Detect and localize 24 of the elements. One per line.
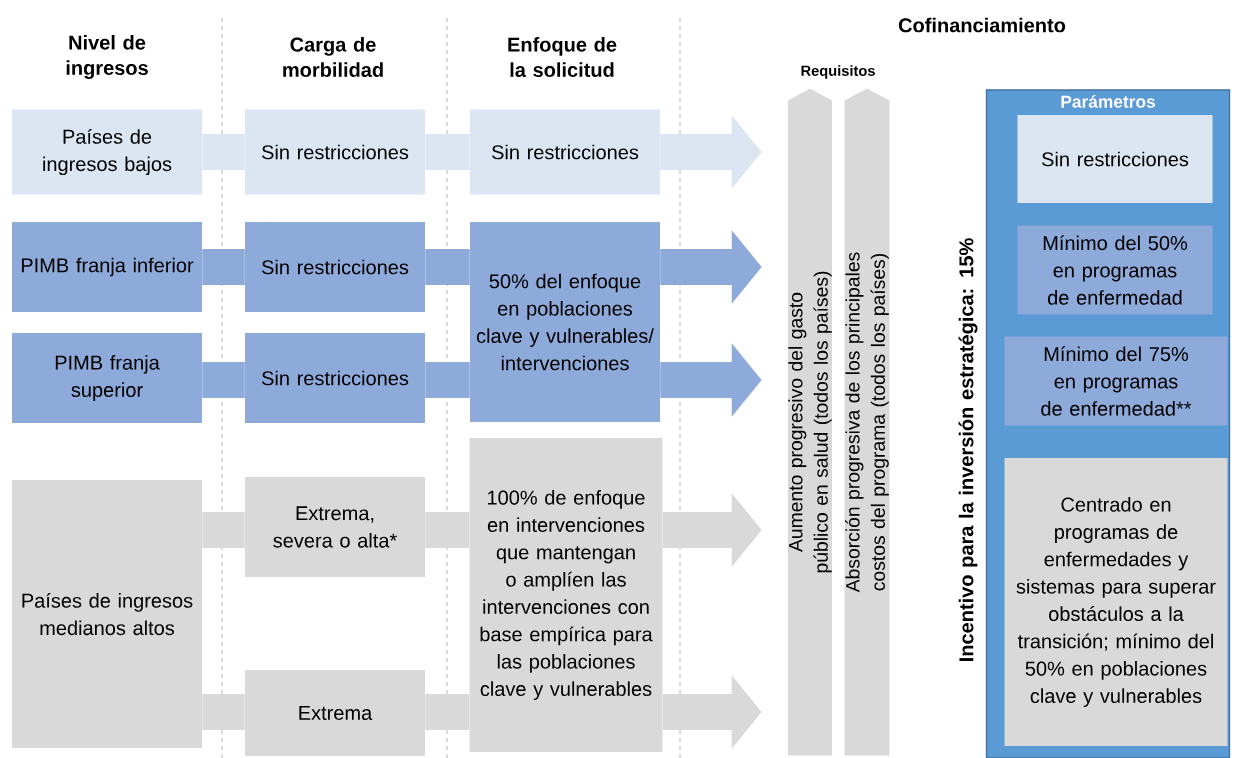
column-heading: Nivel de ingresos: [66, 34, 148, 80]
column-heading: Requisitos: [801, 65, 875, 79]
text-box: Sin restricciones: [245, 222, 425, 312]
text-box: 100% de enfoque en intervenciones que mantengan o amplíen las intervenciones con base empírica para las poblaciones clave y vulnerables: [469, 438, 663, 752]
text-box: Países de ingresos bajos: [12, 109, 202, 195]
text-box: PIMB franja superior: [12, 333, 202, 423]
text-box: Centrado en programas de enfermedades y sistemas para superar obstáculos a la transición; mínimo del 50% en poblaciones clave y vulnerables: [1004, 458, 1228, 746]
text-box: Extrema, severa o alta*: [245, 477, 425, 577]
text-box: Sin restricciones: [245, 333, 425, 423]
text-box: Mínimo del 75% en programas de enfermedad**: [1004, 336, 1228, 426]
text-box: Extrema: [245, 670, 425, 756]
requirement-bar: Absorción progresiva de los principales costos del programa (todos los países): [844, 88, 890, 756]
text-box: Mínimo del 50% en programas de enfermedad: [1017, 225, 1213, 315]
text-box: 50% del enfoque en poblaciones clave y vulnerables/ intervenciones: [470, 222, 660, 422]
rotated-label: Incentivo para la inversión estratégica: 15%: [958, 238, 978, 661]
requirement-bar: Aumento progresivo del gasto público en salud (todos los países): [788, 88, 832, 756]
column-heading: Cofinanciamiento: [898, 17, 1066, 33]
text-box: Sin restricciones: [470, 109, 660, 195]
text-box: Países de ingresos medianos altos: [12, 480, 202, 748]
column-heading: Enfoque de la solicitud: [508, 37, 617, 77]
text-box: PIMB franja inferior: [12, 222, 202, 312]
column-heading: Carga de morbilidad: [283, 37, 383, 77]
text-box: Sin restricciones: [1017, 115, 1213, 203]
text-box: Sin restricciones: [245, 109, 425, 195]
